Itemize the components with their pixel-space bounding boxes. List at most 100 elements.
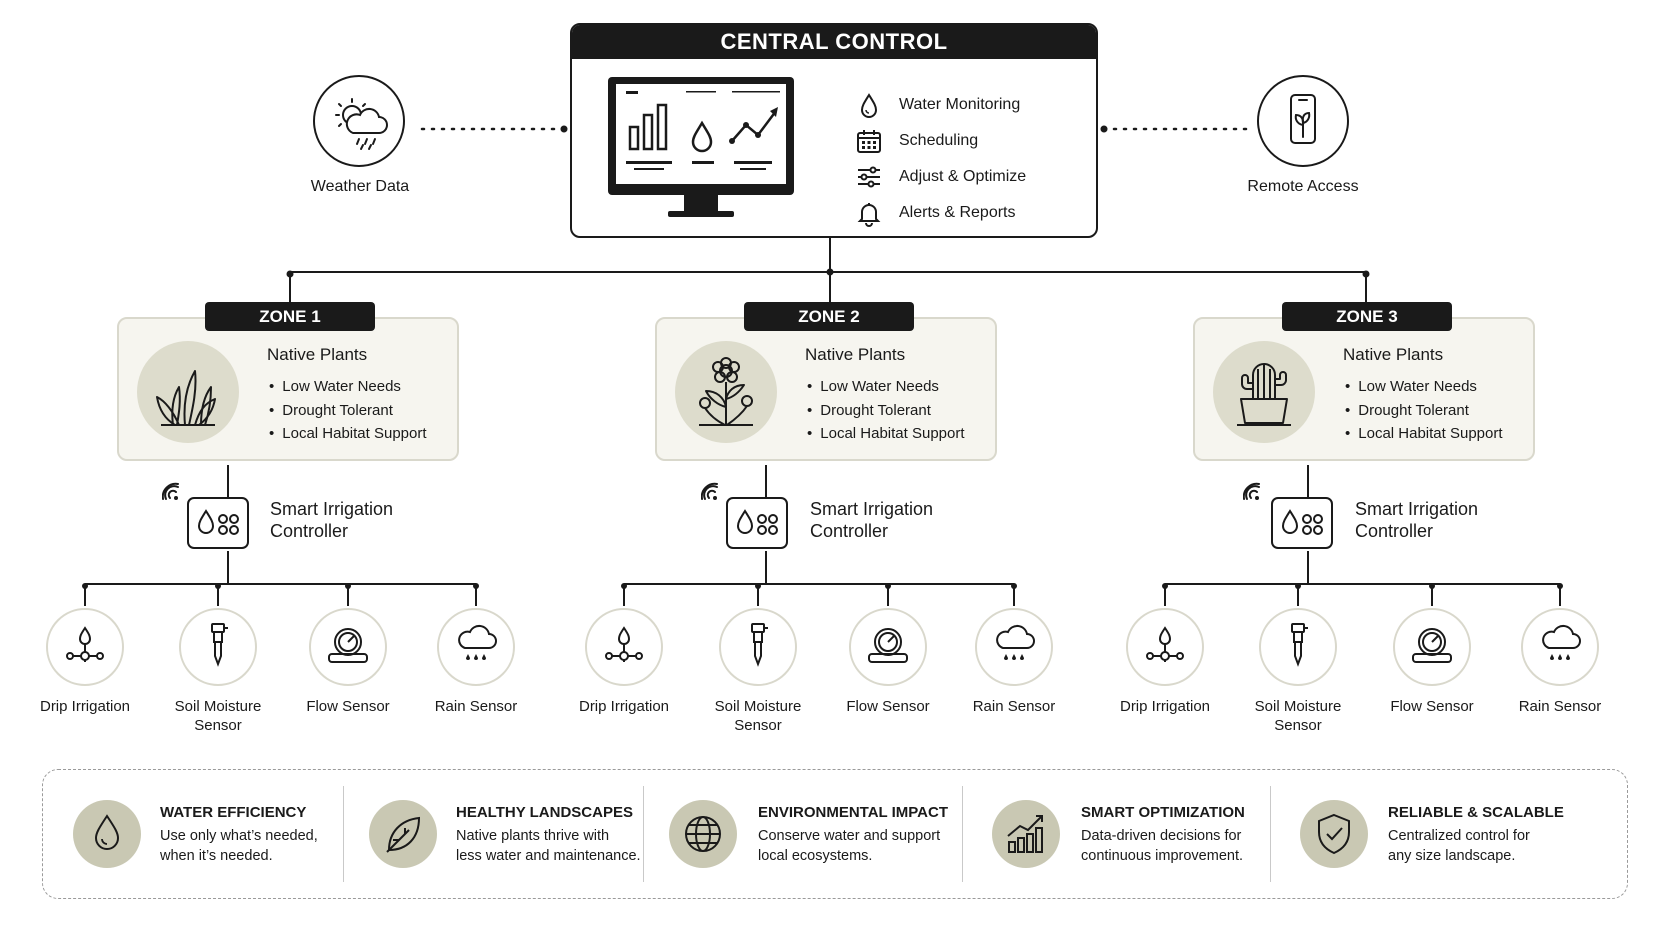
remote-access-label: Remote Access (1247, 178, 1359, 195)
device-label-line1: Rain Sensor (1518, 698, 1602, 715)
zone-3-tag: ZONE 3 (1282, 302, 1452, 331)
water-drop-icon (860, 93, 878, 118)
plant-trait: Local Habitat Support (807, 422, 964, 446)
device-label: Drip Irrigation (569, 697, 679, 716)
feature-alerts-reports: Alerts & Reports (855, 198, 1015, 228)
benefit-reliable-scalable: RELIABLE & SCALABLE Centralized control f… (1388, 804, 1564, 866)
device-label: Flow Sensor (833, 697, 943, 716)
device-rain-cloud-zone-2 (975, 608, 1053, 686)
smart-irrigation-controller (726, 497, 788, 549)
device-label-line1: Soil Moisture (174, 698, 262, 715)
controller-label-line1: Smart Irrigation (810, 499, 934, 519)
zone-2-tag: ZONE 2 (744, 302, 914, 331)
device-label-line1: Drip Irrigation (578, 698, 670, 715)
controller-label-line2: Controller (270, 521, 349, 541)
cactus-icon (1237, 363, 1291, 426)
device-label: Rain Sensor (959, 697, 1069, 716)
plant-trait: Local Habitat Support (269, 422, 426, 446)
rain-cloud-icon (1542, 624, 1581, 660)
benefit-icon-circle (73, 800, 141, 868)
device-label-line1: Flow Sensor (1390, 698, 1474, 715)
feature-adjust-optimize: Adjust & Optimize (855, 162, 1026, 192)
plant-title: Native Plants (805, 345, 906, 364)
leaf-icon (386, 816, 421, 853)
device-label-line1: Rain Sensor (972, 698, 1056, 715)
soil-probe-icon (1291, 623, 1308, 667)
growth-chart-icon (1007, 815, 1043, 853)
feature-label: Adjust & Optimize (899, 168, 1027, 185)
water-drop-icon (94, 814, 120, 850)
bell-icon (857, 203, 881, 227)
plant-traits: Low Water Needs Drought Tolerant Local H… (269, 375, 427, 446)
central-control-panel: CENTRAL CONTROL Water Monitoring Schedul… (570, 23, 1098, 238)
device-flow-gauge-zone-1 (309, 608, 387, 686)
device-label-line1: Soil Moisture (714, 698, 802, 715)
device-drip-emitter-zone-1 (46, 608, 124, 686)
soil-probe-icon (211, 623, 228, 667)
benefit-icon-circle (992, 800, 1060, 868)
zone-2-card: Native Plants Low Water Needs Drought To… (655, 317, 997, 461)
weather-data-label: Weather Data (310, 178, 410, 195)
benefit-divider (1270, 786, 1271, 882)
device-rain-cloud-zone-1 (437, 608, 515, 686)
feature-water-monitoring: Water Monitoring (855, 90, 1020, 120)
plant-trait: Drought Tolerant (807, 399, 965, 423)
controller-label: Smart Irrigation Controller (810, 498, 933, 542)
central-control-title: CENTRAL CONTROL (572, 25, 1096, 59)
feature-label: Scheduling (899, 132, 979, 149)
device-label: Rain Sensor (421, 697, 531, 716)
plant-trait: Low Water Needs (1345, 375, 1503, 399)
device-label: Flow Sensor (293, 697, 403, 716)
plant-trait: Low Water Needs (269, 375, 427, 399)
controller-label: Smart Irrigation Controller (270, 498, 393, 542)
device-label-line1: Flow Sensor (306, 698, 390, 715)
benefit-icon-circle (669, 800, 737, 868)
controller-icon (1281, 509, 1323, 535)
zone-3-card: Native Plants Low Water Needs Drought To… (1193, 317, 1535, 461)
drip-emitter-icon (1146, 626, 1184, 662)
plant-icon-circle (137, 341, 239, 443)
grass-icon (156, 370, 216, 426)
device-soil-probe-zone-1 (179, 608, 257, 686)
benefit-title: ENVIRONMENTAL IMPACT (758, 804, 948, 821)
benefit-divider (643, 786, 644, 882)
benefit-icon-circle (1300, 800, 1368, 868)
device-label: Drip Irrigation (30, 697, 140, 716)
plant-trait: Drought Tolerant (269, 399, 427, 423)
rain-cloud-icon (458, 624, 497, 660)
benefit-divider (343, 786, 344, 882)
benefit-title: SMART OPTIMIZATION (1081, 804, 1245, 821)
device-flow-gauge-zone-2 (849, 608, 927, 686)
benefit-title: RELIABLE & SCALABLE (1388, 804, 1564, 821)
plant-title: Native Plants (267, 345, 368, 364)
benefit-environmental-impact: ENVIRONMENTAL IMPACT Conserve water and s… (758, 804, 948, 866)
benefit-divider (962, 786, 963, 882)
globe-icon (685, 816, 721, 852)
controller-icon (736, 509, 778, 535)
plant-icon-circle (1213, 341, 1315, 443)
smart-irrigation-controller (187, 497, 249, 549)
device-label-line1: Rain Sensor (434, 698, 518, 715)
plant-traits: Low Water Needs Drought Tolerant Local H… (807, 375, 965, 446)
device-label-line1: Drip Irrigation (1119, 698, 1211, 715)
device-label-line1: Flow Sensor (846, 698, 930, 715)
plant-trait: Drought Tolerant (1345, 399, 1503, 423)
cloud-sun-rain-icon (335, 98, 388, 150)
device-label: Flow Sensor (1377, 697, 1487, 716)
controller-label-line1: Smart Irrigation (1355, 499, 1479, 519)
remote-access-node (1257, 75, 1349, 167)
flow-gauge-icon (1412, 628, 1452, 663)
flow-gauge-icon (868, 628, 908, 663)
wireless-signal-icon (701, 482, 718, 500)
